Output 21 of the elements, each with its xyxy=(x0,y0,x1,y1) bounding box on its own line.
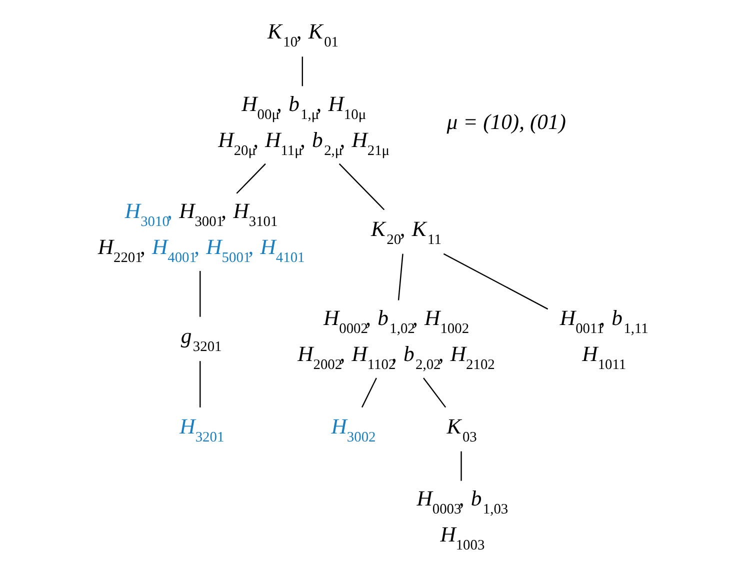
node-text: K$_{03}$ xyxy=(446,414,477,446)
node-text: H$_{3002}$ xyxy=(331,414,376,446)
node-text: K$_{10}$, K$_{01}$ xyxy=(268,20,338,51)
connector xyxy=(338,163,385,210)
connector xyxy=(200,270,201,317)
connector xyxy=(200,361,201,408)
node-text: H$_{0011}$, b$_{1,11}$ H$_{1011}$ xyxy=(560,306,648,374)
node-text: g$_{3201}$ xyxy=(180,324,222,356)
node-text: H$_{3201}$ xyxy=(180,414,224,446)
connector xyxy=(443,253,548,310)
node-text: H$_{0003}$, b$_{1,03}$ H$_{1003}$ xyxy=(416,486,508,554)
node-text: H$_{3010}$, H$_{3001}$, H$_{3101}$ H$_{2201}$, H$_{4001}$, H$_{5001}$, H$_{4101}$ xyxy=(98,198,305,266)
connector xyxy=(302,56,304,86)
node-label: μ = (10), (01) xyxy=(446,110,566,134)
connector xyxy=(460,451,462,481)
connector xyxy=(236,163,266,194)
node-text: H$_{00μ}$, b$_{1,μ}$, H$_{10μ}$ H$_{20μ}$, H$_{11μ}$, b$_{2,μ}$, H$_{21μ}$ xyxy=(218,92,390,159)
connector xyxy=(398,254,404,300)
node-text: K$_{20}$, K$_{11}$ xyxy=(371,217,442,248)
connector xyxy=(423,378,446,408)
connector xyxy=(361,378,377,408)
